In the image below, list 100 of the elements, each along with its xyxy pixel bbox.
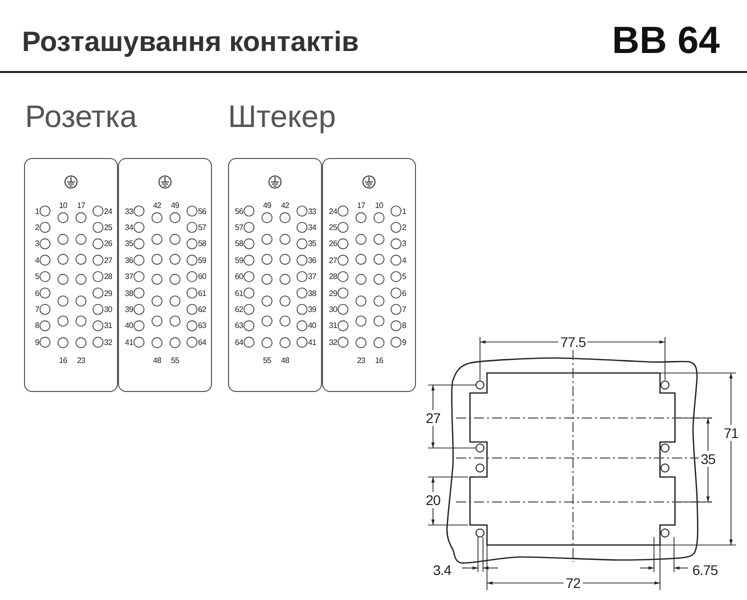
pin-number: 33: [308, 206, 316, 216]
pin-number: 30: [104, 304, 112, 314]
pin-number: 3: [402, 239, 406, 248]
pin-number: 23: [356, 356, 366, 365]
pin-number: 60: [234, 272, 243, 282]
pin-number: 10: [374, 201, 384, 210]
pin-number: 32: [104, 338, 112, 347]
pin-number: 8: [402, 321, 406, 330]
pin-number: 24: [104, 206, 112, 216]
pin-number: 61: [198, 288, 206, 298]
pin-number: 56: [234, 206, 243, 216]
pin-number: 42: [280, 201, 290, 210]
section-heading: Розетка: [25, 101, 137, 132]
pin-number: 28: [328, 272, 337, 282]
pin-number: 64: [198, 338, 206, 347]
pin-number: 39: [308, 304, 316, 314]
contact-insert-plate: [24, 158, 118, 392]
pin-number: 34: [124, 222, 133, 232]
pin-number: 28: [104, 272, 112, 282]
pin-number: 6: [34, 288, 39, 298]
pin-number: 29: [328, 288, 337, 298]
pin-number: 49: [170, 201, 180, 210]
pin-number: 58: [198, 239, 206, 248]
pin-number: 60: [198, 272, 206, 282]
pin-number: 35: [124, 239, 133, 248]
pin-number: 36: [124, 256, 133, 265]
dimension-label: 71: [722, 425, 740, 441]
pin-number: 55: [262, 356, 272, 365]
dimension-label: 3.4: [431, 562, 453, 578]
pin-number: 36: [308, 256, 316, 265]
pin-number: 39: [124, 304, 133, 314]
pin-number: 6: [402, 288, 406, 298]
dimension-label: 6.75: [690, 562, 720, 578]
pin-number: 17: [76, 201, 86, 210]
contact-insert-plate: [322, 158, 416, 392]
pin-number: 31: [104, 321, 112, 330]
pin-number: 7: [402, 304, 406, 314]
pin-number: 56: [198, 206, 206, 216]
pin-number: 4: [34, 256, 39, 265]
pin-number: 41: [124, 338, 133, 347]
pin-number: 63: [198, 321, 206, 330]
pin-number: 5: [402, 272, 406, 282]
dimension-label: 27: [424, 410, 442, 426]
pin-number: 37: [124, 272, 133, 282]
pin-number: 26: [328, 239, 337, 248]
pin-number: 16: [374, 356, 384, 365]
pin-number: 16: [58, 356, 68, 365]
pin-number: 64: [234, 338, 243, 347]
pin-number: 40: [124, 321, 133, 330]
pin-number: 38: [124, 288, 133, 298]
pin-number: 42: [152, 201, 162, 210]
pin-number: 38: [308, 288, 316, 298]
pin-number: 57: [234, 222, 243, 232]
pin-number: 2: [402, 222, 406, 232]
dimension-label: 77.5: [558, 334, 588, 350]
pin-number: 41: [308, 338, 316, 347]
pin-number: 59: [198, 256, 206, 265]
pin-number: 59: [234, 256, 243, 265]
contact-insert-plate: [118, 158, 212, 392]
pin-number: 32: [328, 338, 337, 347]
pin-number: 2: [34, 222, 39, 232]
pin-number: 49: [262, 201, 272, 210]
pin-number: 24: [328, 206, 337, 216]
model-code: BB 64: [612, 22, 720, 60]
dimension-label: 20: [424, 492, 442, 508]
pin-number: 29: [104, 288, 112, 298]
page-title: Розташування контактів: [22, 26, 359, 58]
pin-number: 48: [152, 356, 162, 365]
pin-number: 33: [124, 206, 133, 216]
pin-number: 26: [104, 239, 112, 248]
pin-number: 30: [328, 304, 337, 314]
pin-number: 1: [34, 206, 39, 216]
contact-insert-plate: [228, 158, 322, 392]
pin-number: 31: [328, 321, 337, 330]
pin-number: 5: [34, 272, 39, 282]
dimension-label: 35: [698, 451, 718, 467]
pin-number: 57: [198, 222, 206, 232]
pin-number: 40: [308, 321, 316, 330]
section-heading: Штекер: [228, 101, 336, 132]
pin-number: 17: [356, 201, 366, 210]
pin-number: 25: [104, 222, 112, 232]
pin-number: 58: [234, 239, 243, 248]
dimension-label: 72: [564, 575, 582, 591]
pin-number: 10: [58, 201, 68, 210]
pin-number: 61: [234, 288, 243, 298]
pin-number: 34: [308, 222, 316, 232]
pin-number: 35: [308, 239, 316, 248]
pin-number: 8: [34, 321, 39, 330]
pin-number: 23: [76, 356, 86, 365]
pin-number: 27: [328, 256, 337, 265]
pin-number: 25: [328, 222, 337, 232]
pin-number: 48: [280, 356, 290, 365]
pin-number: 63: [234, 321, 243, 330]
pin-number: 1: [402, 206, 406, 216]
pin-number: 37: [308, 272, 316, 282]
pin-number: 4: [402, 256, 406, 265]
pin-number: 27: [104, 256, 112, 265]
pin-number: 7: [34, 304, 39, 314]
pin-number: 9: [34, 338, 39, 347]
pin-number: 9: [402, 338, 406, 347]
